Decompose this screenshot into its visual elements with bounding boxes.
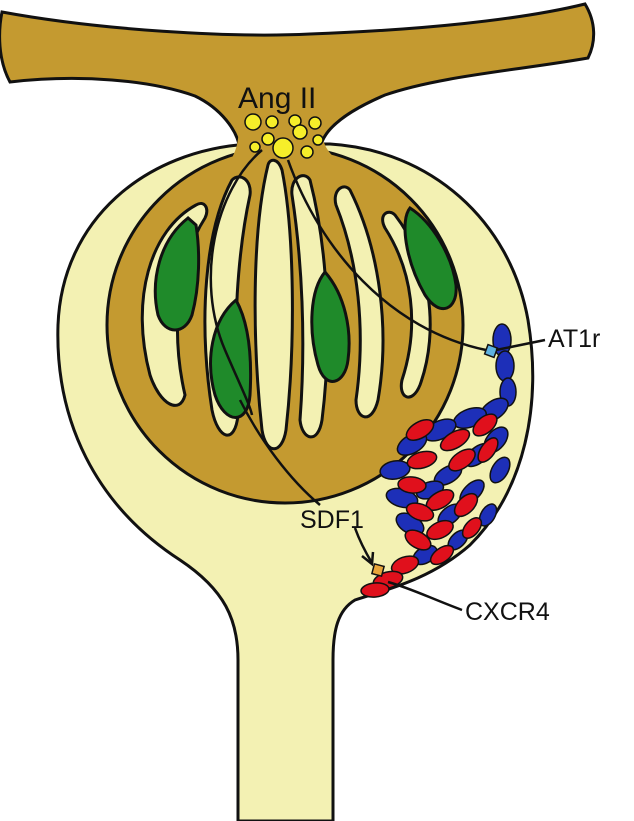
cxcr4-leader-line — [388, 582, 462, 610]
ang-ii-label: Ang II — [238, 82, 316, 115]
ang-ii-particle — [245, 114, 261, 130]
ang-ii-particle — [309, 117, 321, 129]
cxcr4-label: CXCR4 — [465, 598, 550, 626]
ang-ii-particle — [266, 116, 278, 128]
sdf1-label: SDF1 — [300, 506, 364, 534]
ang-ii-particle — [293, 125, 307, 139]
ang-ii-particle — [273, 138, 293, 158]
ang-ii-particle — [262, 133, 274, 145]
at1r-receptor — [485, 345, 498, 358]
cxcr4-receptor — [372, 564, 384, 576]
ang-ii-particle — [313, 135, 323, 145]
ang-ii-particle — [301, 146, 313, 158]
ang-ii-particle — [250, 142, 260, 152]
blue-cell — [496, 351, 514, 381]
capillary-lumen — [255, 160, 292, 448]
at1r-label: AT1r — [548, 325, 600, 353]
